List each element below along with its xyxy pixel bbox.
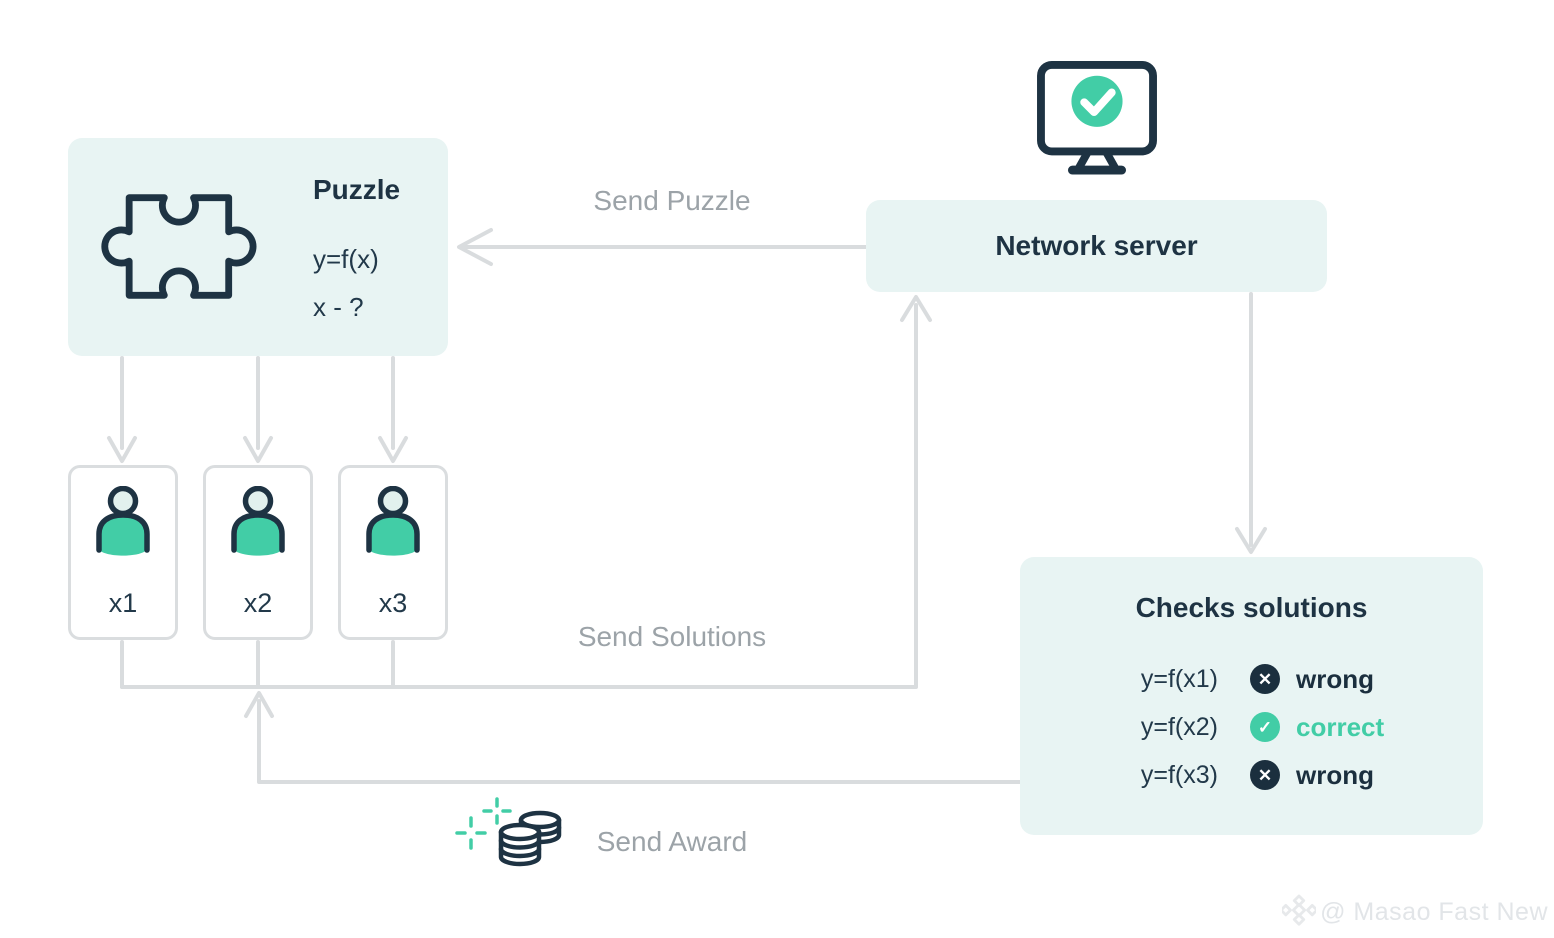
diamond-logo-icon <box>1282 894 1317 926</box>
check-row: y=f(x1) ✕ wrong <box>1090 655 1374 703</box>
row-formula: y=f(x2) <box>1140 712 1218 741</box>
miner-label: x1 <box>108 588 138 618</box>
miner-card-x2: x2 <box>203 465 313 640</box>
network-server-label: Network server <box>995 230 1198 261</box>
check-row: y=f(x2) ✓ correct <box>1090 703 1384 751</box>
puzzle-to-miners-arrows <box>107 356 408 463</box>
sparkle-icon <box>455 797 512 850</box>
check-circle-icon <box>1071 75 1123 127</box>
send-puzzle-label: Send Puzzle <box>593 185 751 216</box>
row-formula: y=f(x3) <box>1140 760 1218 789</box>
x-circle-icon: ✕ <box>1250 664 1280 694</box>
send-award-label: Send Award <box>596 826 748 857</box>
monitor-check-icon <box>1037 60 1157 175</box>
puzzle-formula: y=f(x) <box>313 244 379 274</box>
send-solutions-label: Send Solutions <box>577 621 767 652</box>
miner-label: x2 <box>243 588 273 618</box>
puzzle-question: x - ? <box>313 292 364 322</box>
coins-icon <box>498 810 562 867</box>
row-result: wrong <box>1296 759 1374 790</box>
row-result: wrong <box>1296 663 1374 694</box>
row-result: correct <box>1296 711 1385 742</box>
server-to-checks-arrow <box>1235 292 1267 554</box>
send-solutions-arrow <box>120 295 932 689</box>
puzzle-title: Puzzle <box>313 174 401 205</box>
person-icon <box>96 486 150 556</box>
checks-solutions-box: Checks solutions y=f(x1) ✕ wrong y=f(x2)… <box>1020 557 1483 835</box>
miner-card-x3: x3 <box>338 465 448 640</box>
miner-card-x1: x1 <box>68 465 178 640</box>
person-icon <box>231 486 285 556</box>
send-puzzle-arrow <box>457 228 868 266</box>
person-icon <box>366 486 420 556</box>
watermark: @ Masao Fast New <box>1282 894 1548 930</box>
x-circle-icon: ✕ <box>1250 760 1280 790</box>
check-circle-icon: ✓ <box>1250 712 1280 742</box>
watermark-text: @ Masao Fast New <box>1320 897 1548 926</box>
check-row: y=f(x3) ✕ wrong <box>1090 751 1374 799</box>
checks-title: Checks solutions <box>1135 592 1368 623</box>
puzzle-box: Puzzle y=f(x) x - ? <box>68 138 448 356</box>
miner-label: x3 <box>378 588 408 618</box>
network-server-box: Network server <box>866 200 1327 292</box>
send-award-arrow <box>244 691 1022 784</box>
puzzle-piece-icon <box>101 194 257 299</box>
row-formula: y=f(x1) <box>1140 664 1218 693</box>
